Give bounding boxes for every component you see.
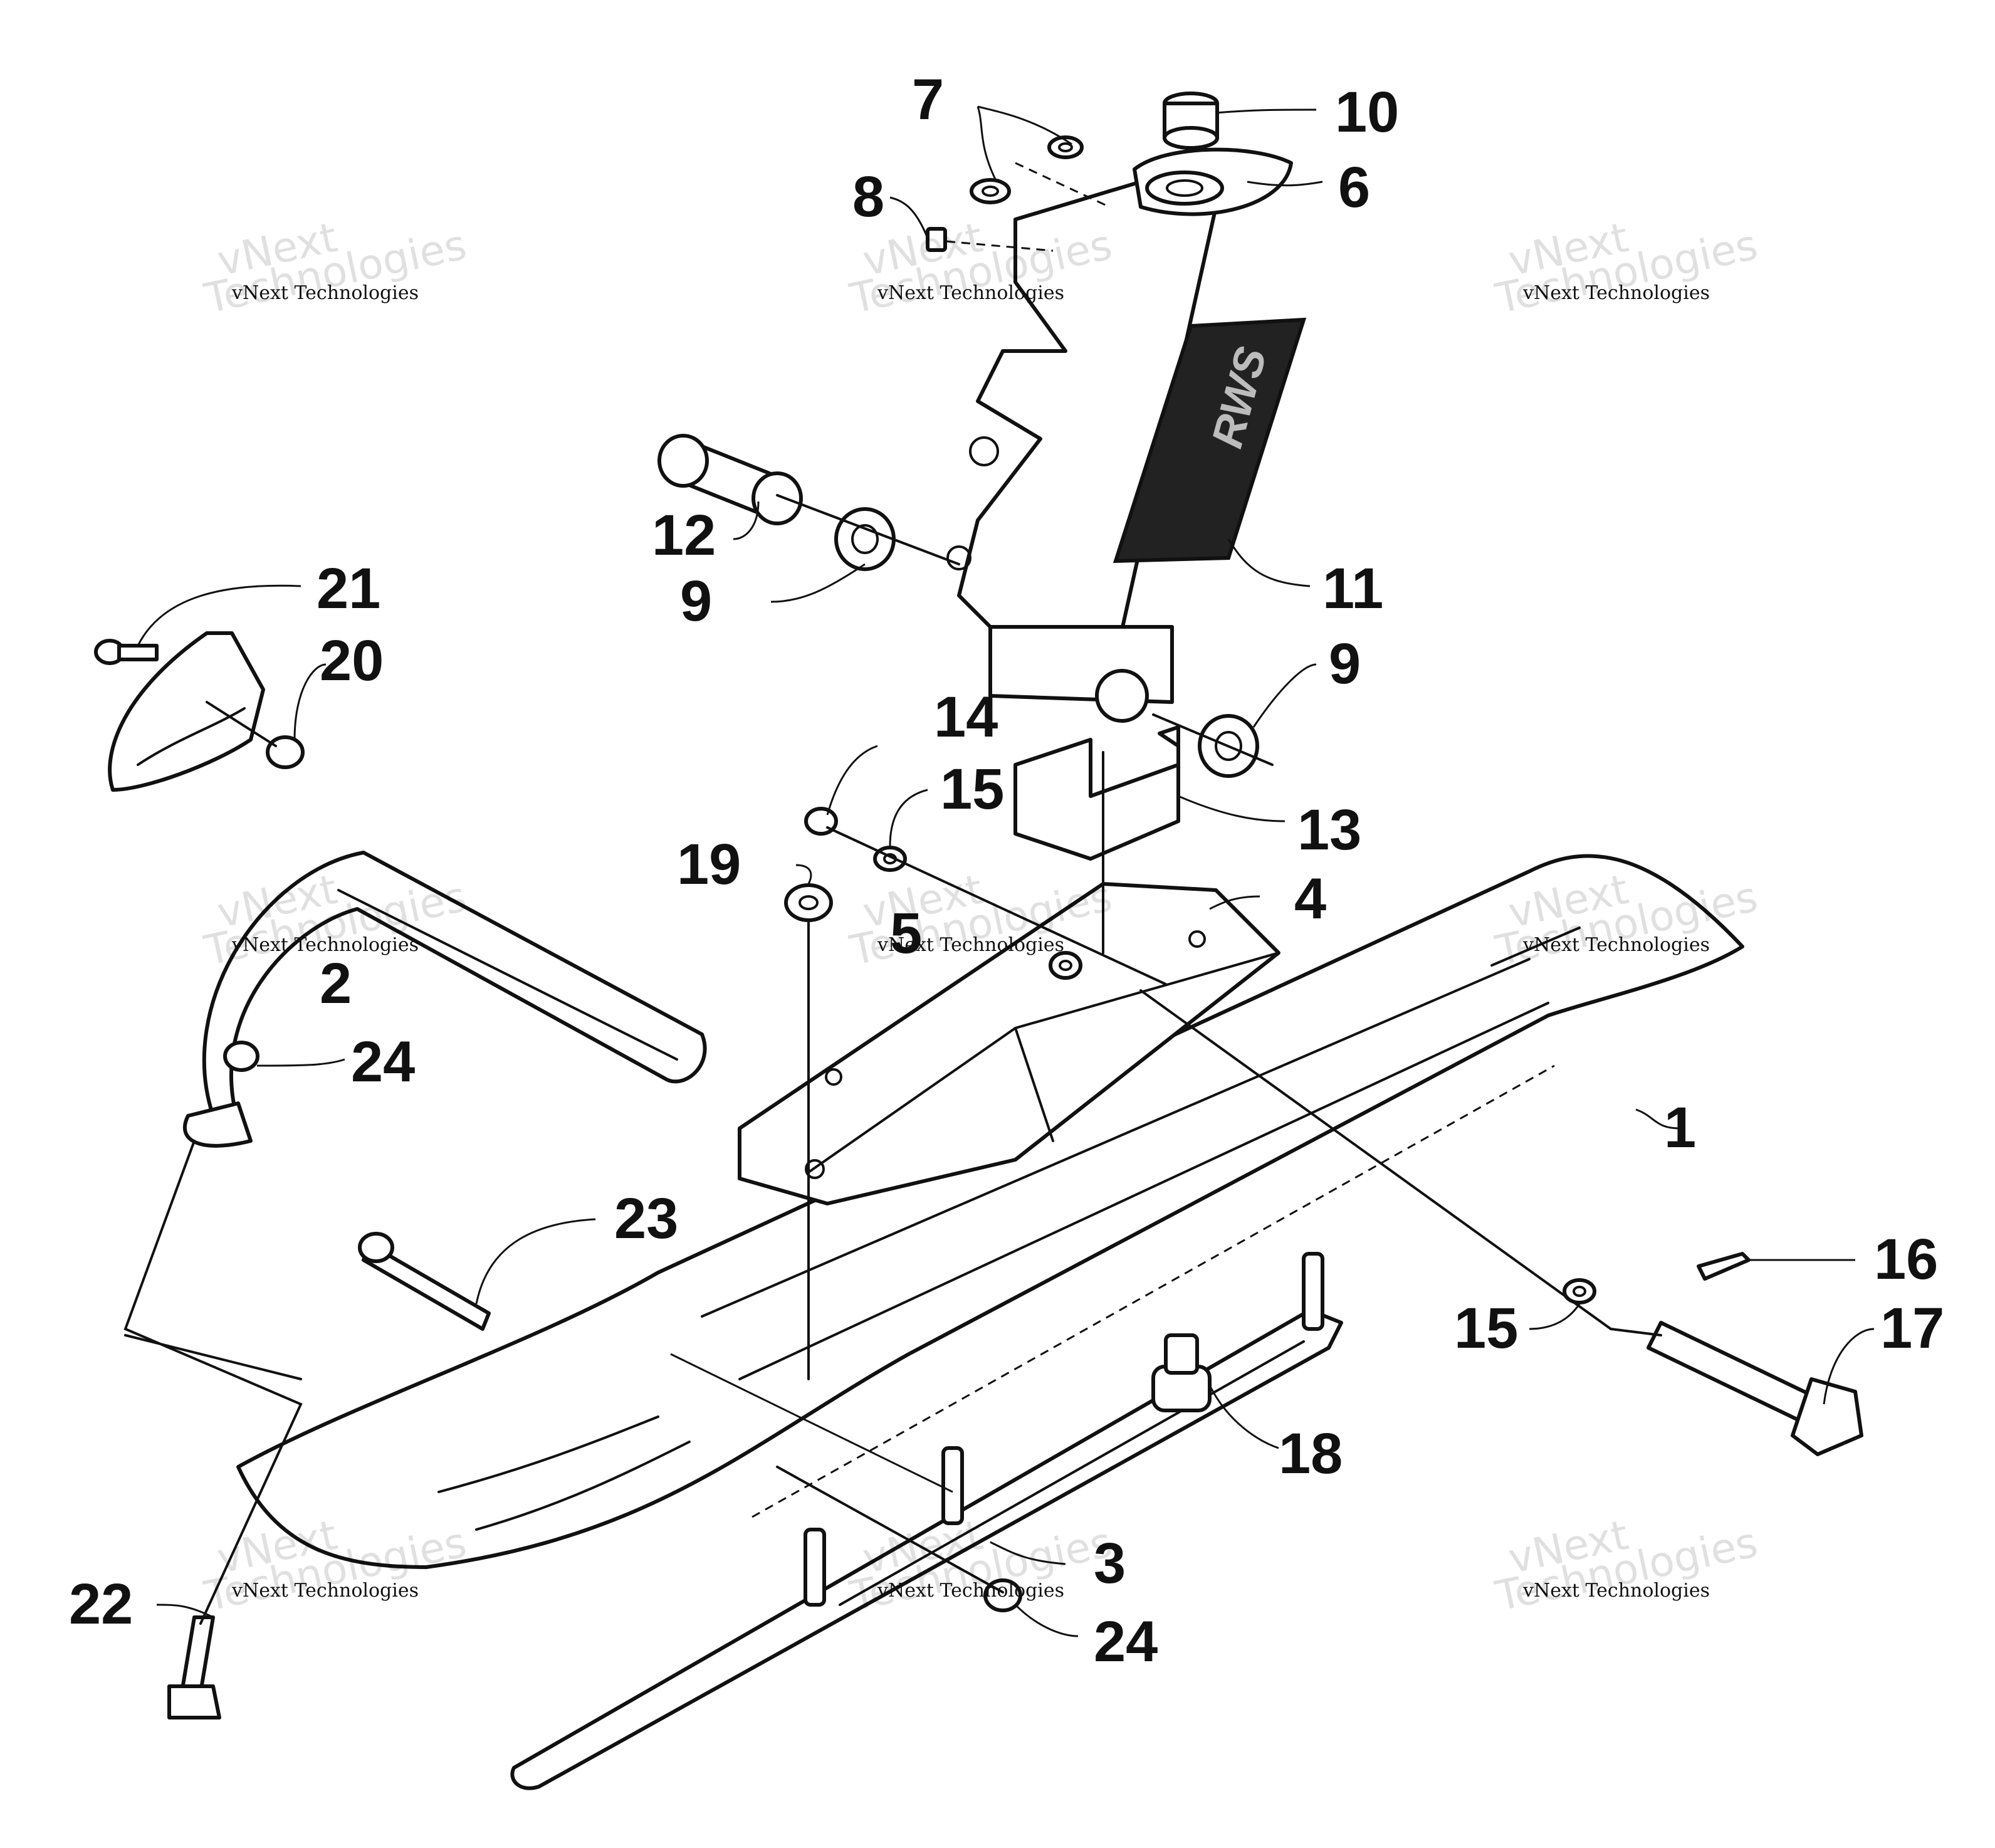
callout-13: 13 — [1297, 798, 1361, 862]
callout-9b: 9 — [1329, 632, 1361, 696]
callout-labels: 1 2 3 4 5 6 7 8 9 9 10 11 12 13 14 15 15… — [69, 68, 1944, 1674]
callout-10: 10 — [1335, 80, 1399, 144]
callout-18: 18 — [1279, 1422, 1343, 1486]
callout-19: 19 — [677, 832, 741, 896]
callout-15a: 15 — [940, 757, 1004, 821]
callout-12: 12 — [652, 503, 716, 567]
callout-8: 8 — [852, 165, 884, 229]
callout-20: 20 — [320, 629, 384, 693]
callout-24a: 24 — [351, 1030, 415, 1094]
ski-saddle — [738, 882, 1280, 1205]
guard-plate — [94, 631, 305, 792]
callout-5: 5 — [890, 901, 922, 965]
rubber-block — [1013, 725, 1180, 861]
washers-fitting — [926, 135, 1110, 252]
callout-11: 11 — [1322, 557, 1383, 621]
callout-22: 22 — [69, 1572, 133, 1636]
callout-17: 17 — [1880, 1296, 1944, 1360]
leader-lines — [137, 105, 1875, 1637]
spindle-plug — [1145, 92, 1224, 206]
callout-2: 2 — [320, 952, 352, 1016]
callout-1: 1 — [1664, 1096, 1696, 1160]
callout-15b: 15 — [1454, 1296, 1518, 1360]
fasteners — [123, 1041, 1022, 1719]
callout-6: 6 — [1338, 155, 1370, 219]
callout-24b: 24 — [1094, 1610, 1158, 1674]
callout-23: 23 — [614, 1187, 678, 1251]
axle-bolt — [1139, 989, 1863, 1456]
callout-21: 21 — [317, 557, 380, 621]
callout-7: 7 — [912, 68, 944, 132]
rws-decal: RWS — [1113, 317, 1307, 564]
callout-9a: 9 — [680, 569, 712, 633]
damper — [1151, 1333, 1212, 1412]
bushings — [657, 434, 1274, 778]
callout-14: 14 — [934, 685, 998, 749]
ski-handle — [183, 851, 707, 1148]
callout-3: 3 — [1094, 1531, 1126, 1595]
callout-4: 4 — [1294, 867, 1326, 931]
callout-16: 16 — [1874, 1227, 1938, 1291]
hardware-center — [784, 751, 1167, 1380]
ski-studs — [804, 1252, 1324, 1607]
